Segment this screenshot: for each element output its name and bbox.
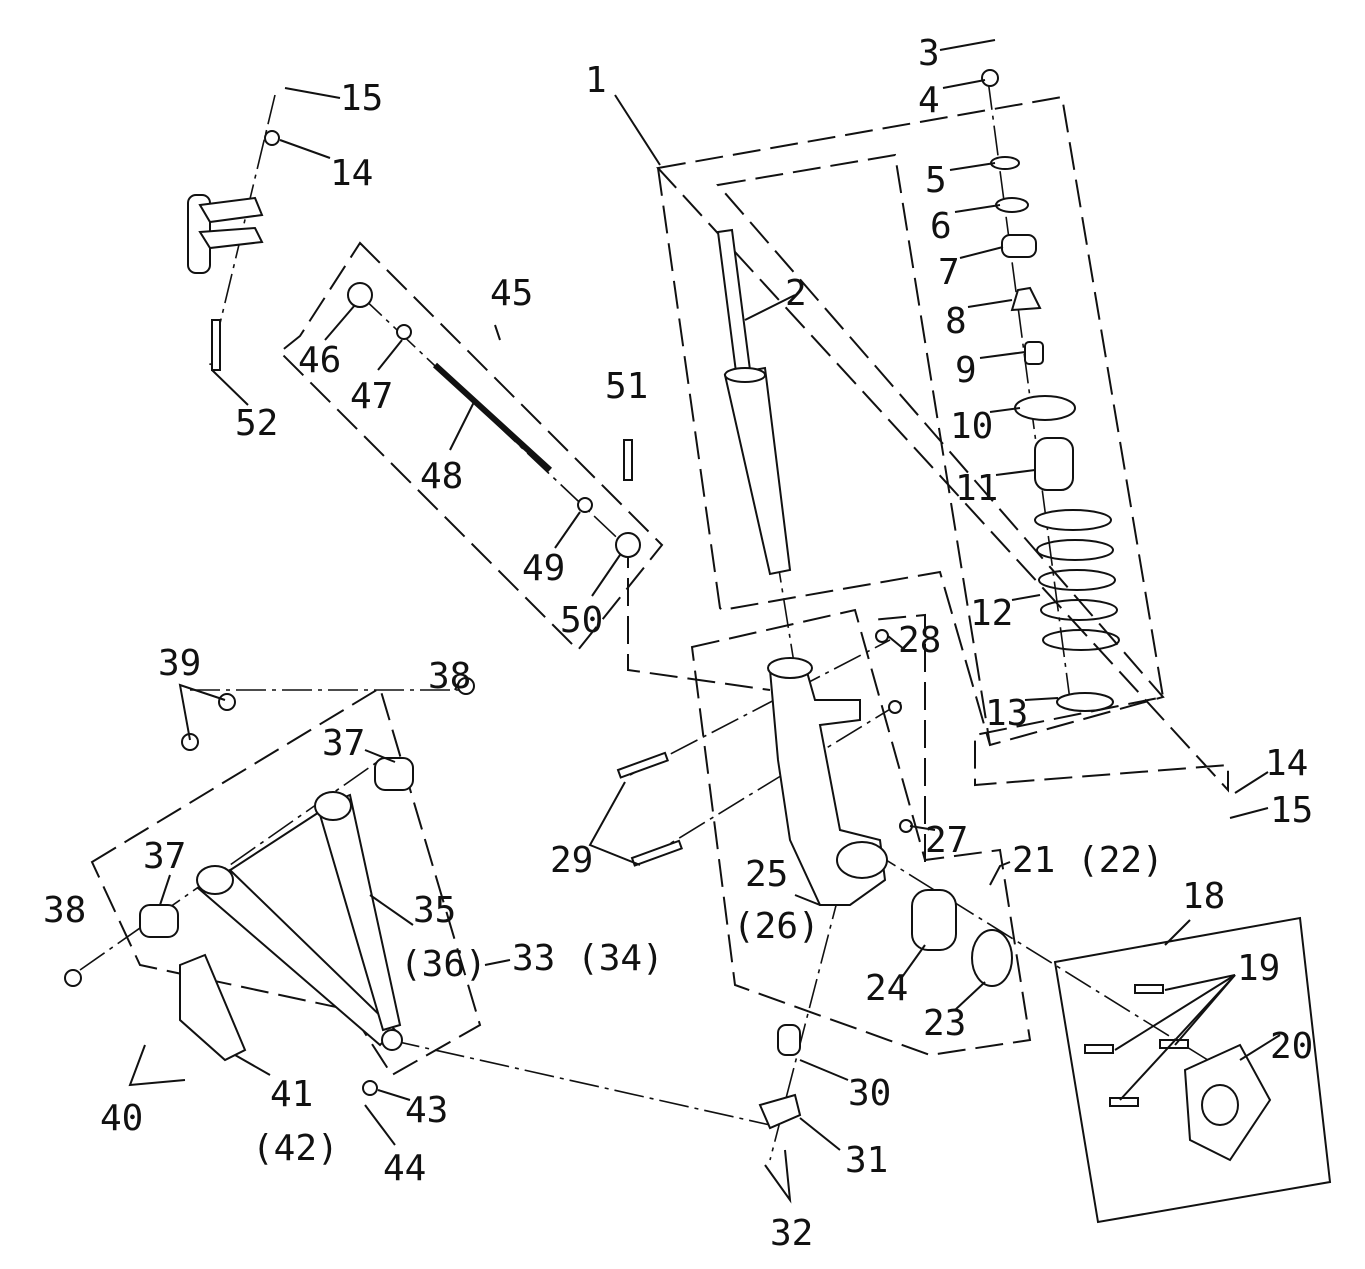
callout-3: 3 xyxy=(918,33,940,74)
callout-47: 47 xyxy=(350,376,393,417)
callout-41: 41 xyxy=(270,1074,313,1115)
callout-43: 43 xyxy=(405,1090,448,1131)
tie-rod-box xyxy=(278,241,664,652)
callout-40: 40 xyxy=(100,1098,143,1139)
shock-absorber xyxy=(716,228,792,576)
callout-2: 2 xyxy=(785,273,807,314)
callout-11: 11 xyxy=(955,468,998,509)
callout-36: (36) xyxy=(400,944,487,985)
tie-rod-link xyxy=(627,540,771,691)
callout-37-lower: 37 xyxy=(143,836,186,877)
callout-7: 7 xyxy=(938,252,960,293)
a-arm xyxy=(64,677,475,1096)
snap-ring xyxy=(971,929,1013,987)
bolt29-axis-a xyxy=(629,639,891,776)
callout-44: 44 xyxy=(383,1148,426,1189)
callout-38-upper: 38 xyxy=(428,656,471,697)
callout-1: 1 xyxy=(585,60,607,101)
callout-38-lower: 38 xyxy=(43,890,86,931)
callout-29: 29 xyxy=(550,840,593,881)
tie-rod xyxy=(347,282,641,558)
callout-23: 23 xyxy=(923,1003,966,1044)
callout-20: 20 xyxy=(1270,1026,1313,1067)
callout-19: 19 xyxy=(1237,948,1280,989)
callout-14-right: 14 xyxy=(1265,743,1308,784)
callout-21-22: 21 (22) xyxy=(1012,840,1164,881)
callout-32: 32 xyxy=(770,1213,813,1254)
strut-components xyxy=(981,69,1120,712)
callout-5: 5 xyxy=(925,160,947,201)
callout-48: 48 xyxy=(420,456,463,497)
callout-51: 51 xyxy=(605,366,648,407)
wheel-hub xyxy=(1084,984,1272,1162)
callout-leaders xyxy=(128,39,1281,1204)
callout-35: 35 xyxy=(413,890,456,931)
callout-49: 49 xyxy=(522,548,565,589)
callout-26: (26) xyxy=(733,906,820,947)
knuckle-to-bracket xyxy=(871,613,926,862)
callout-25: 25 xyxy=(745,854,788,895)
callout-labels: 1 2 3 4 5 6 7 8 9 10 11 12 13 14 15 14 1… xyxy=(43,33,1313,1254)
coil-spring xyxy=(1034,509,1120,651)
strut-assembly-box xyxy=(656,95,1229,793)
ball-joint xyxy=(758,1024,802,1130)
callout-15-right: 15 xyxy=(1270,790,1313,831)
strut-group-outline xyxy=(657,167,991,746)
callout-30: 30 xyxy=(848,1073,891,1114)
callout-18: 18 xyxy=(1182,876,1225,917)
callout-12: 12 xyxy=(970,593,1013,634)
callout-10: 10 xyxy=(950,406,993,447)
callout-15-left: 15 xyxy=(340,78,383,119)
callout-24: 24 xyxy=(865,968,908,1009)
callout-4: 4 xyxy=(918,80,940,121)
callout-13: 13 xyxy=(985,693,1028,734)
callout-39: 39 xyxy=(158,643,201,684)
callout-45: 45 xyxy=(490,273,533,314)
callout-27: 27 xyxy=(925,820,968,861)
bolt29-axis-b xyxy=(639,699,906,863)
callout-42: (42) xyxy=(252,1128,339,1169)
callout-33-34: 33 (34) xyxy=(512,938,664,979)
hub-axis xyxy=(869,849,1241,1081)
strut-axis xyxy=(987,79,1071,701)
hub-box xyxy=(1053,916,1332,1224)
callout-46: 46 xyxy=(298,340,341,381)
wheel-bearing xyxy=(911,889,957,951)
callout-50: 50 xyxy=(560,600,603,641)
callout-52: 52 xyxy=(235,403,278,444)
steering-knuckle xyxy=(616,629,913,906)
a-arm-box xyxy=(90,686,482,1077)
callout-28: 28 xyxy=(898,620,941,661)
callout-37-upper: 37 xyxy=(322,723,365,764)
callout-14-left: 14 xyxy=(330,153,373,194)
aarm-balljoint-axis xyxy=(389,1039,771,1126)
callout-9: 9 xyxy=(955,350,977,391)
callout-6: 6 xyxy=(930,206,952,247)
mount-bracket xyxy=(187,130,280,371)
callout-31: 31 xyxy=(845,1140,888,1181)
callout-8: 8 xyxy=(945,301,967,342)
